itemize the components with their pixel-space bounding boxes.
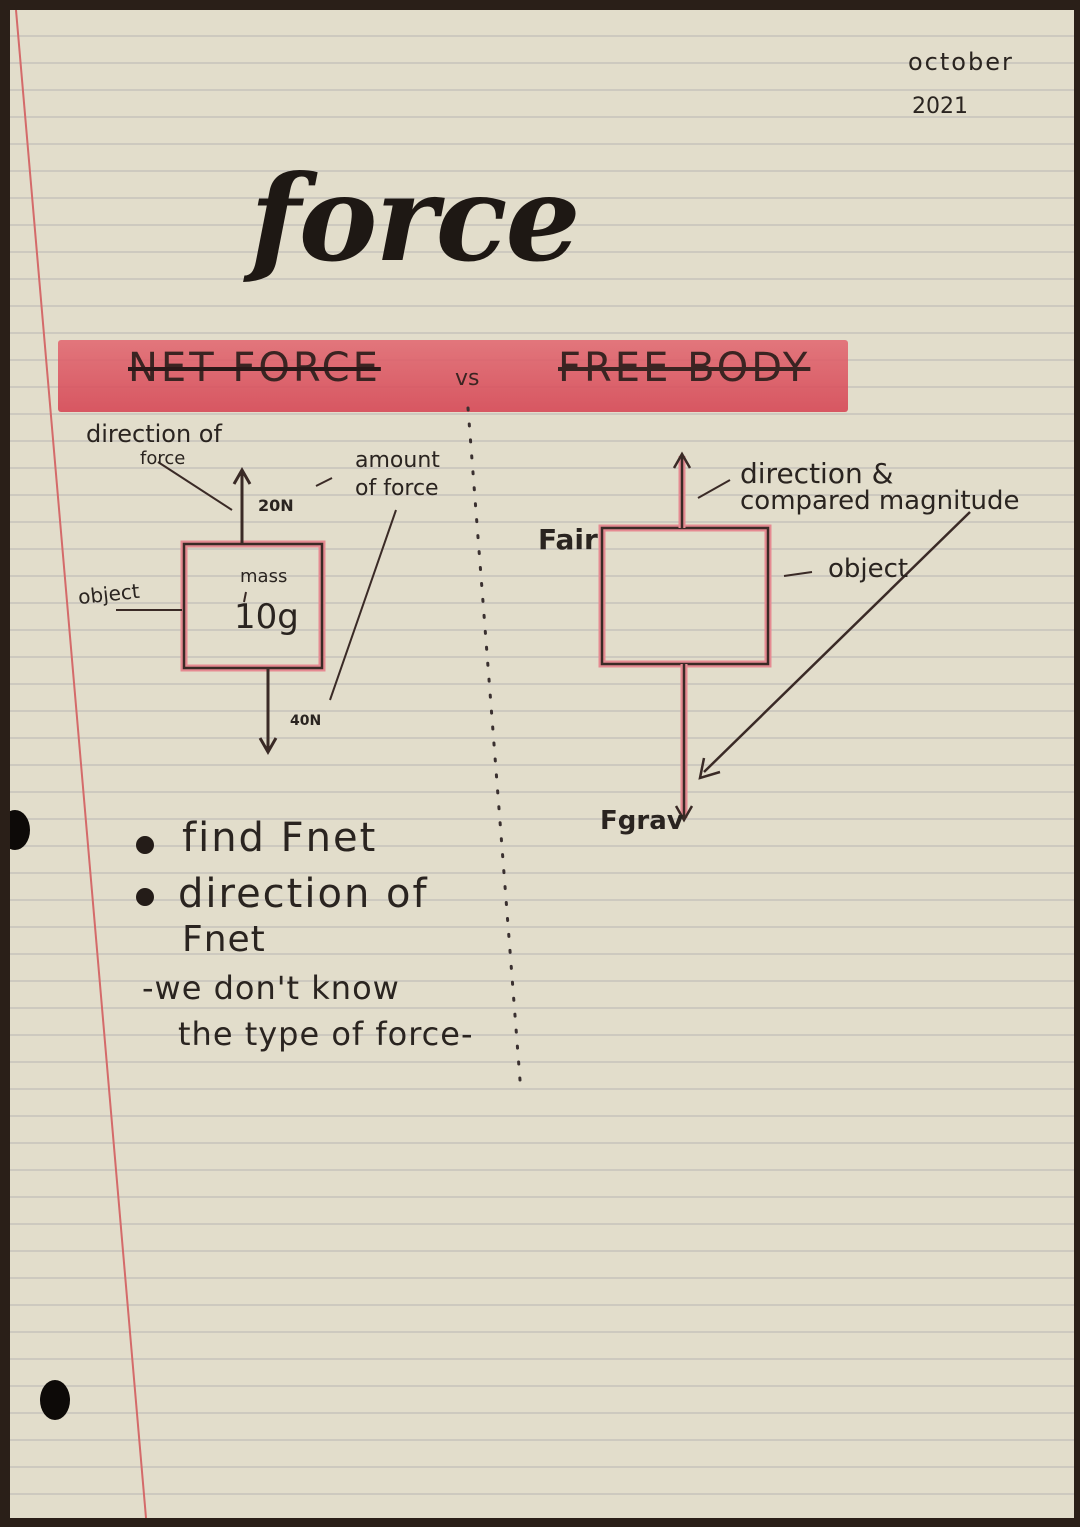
date-month: october xyxy=(908,48,1014,76)
force-diagrams xyxy=(116,406,971,1082)
net-force-heading: NET FORCE xyxy=(128,345,381,391)
note-remark-line1: -we don't know xyxy=(142,969,400,1007)
free-body-box xyxy=(598,524,772,668)
bullet-dot-2 xyxy=(136,888,154,906)
bullet-dot-1 xyxy=(136,836,154,854)
amount-label-of-force: of force xyxy=(355,476,439,501)
direction-label-force: force xyxy=(140,448,186,469)
page-title: force xyxy=(250,149,581,288)
heading-highlight xyxy=(58,340,848,412)
note-fnet: Fnet xyxy=(182,919,266,960)
note-direction-of: direction of xyxy=(178,871,429,917)
fgrav-label: Fgrav xyxy=(600,806,684,836)
vs-label: vs xyxy=(455,366,480,391)
fair-label: Fair xyxy=(538,523,598,556)
punch-hole-top xyxy=(10,810,30,850)
mass-value: 10g xyxy=(234,597,299,637)
note-find-fnet: find Fnet xyxy=(182,815,378,861)
mass-label: mass xyxy=(240,566,288,587)
free-body-heading: FREE BODY xyxy=(558,345,811,391)
object-label-right: object xyxy=(828,554,909,584)
note-remark-line2: the type of force- xyxy=(178,1015,474,1053)
compared-magnitude-label: compared magnitude xyxy=(740,486,1020,516)
divider-line xyxy=(466,406,522,1082)
date-year: 2021 xyxy=(912,94,968,119)
margin-line xyxy=(15,10,147,1518)
up-force-value: 20N xyxy=(258,496,294,515)
direction-magnitude-label: direction & xyxy=(740,457,894,490)
down-force-value: 40N xyxy=(290,713,322,729)
amount-label: amount xyxy=(355,448,440,473)
punch-hole-bottom xyxy=(40,1380,70,1420)
object-label-left: object xyxy=(76,578,141,610)
direction-label: direction of xyxy=(86,420,222,448)
notebook-page: october 2021 force NET FORCE vs FREE BOD… xyxy=(10,10,1074,1518)
